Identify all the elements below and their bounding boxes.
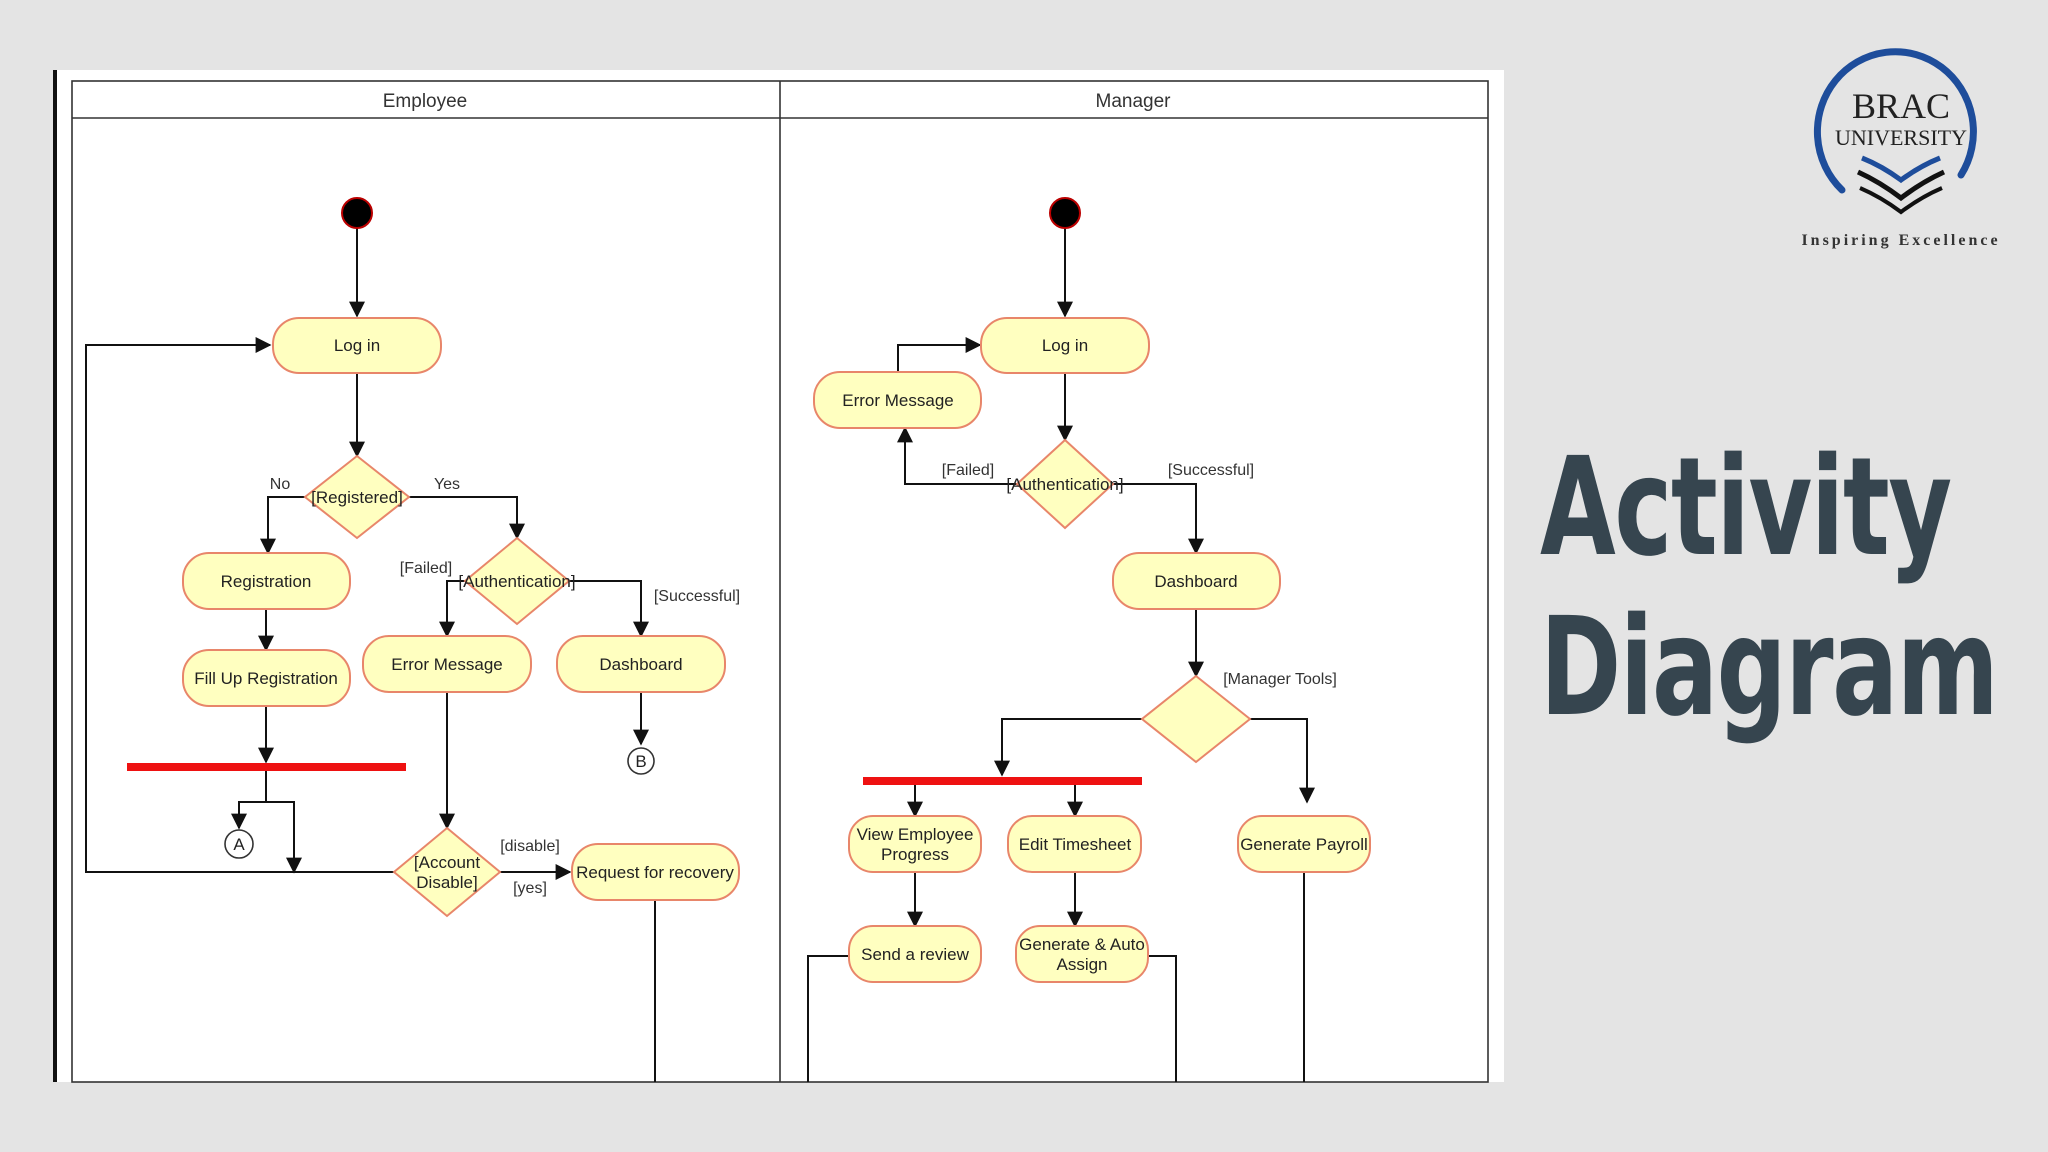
employee-lane: Log in [Registered] No Yes Registration … (85, 197, 740, 1082)
view-employee-progress-activity (848, 815, 982, 873)
generate-payroll-label: Generate Payroll (1240, 835, 1368, 854)
edit-timesheet-activity (1007, 815, 1142, 873)
employee-dashboard-label: Dashboard (599, 655, 682, 674)
manager-login-activity (980, 317, 1150, 374)
manager-login-label: Log in (1042, 336, 1088, 355)
request-recovery-label: Request for recovery (576, 863, 734, 882)
employee-authentication-label: [Authentication] (458, 572, 575, 591)
send-review-label: Send a review (861, 945, 969, 964)
connector-b-label: B (635, 752, 646, 771)
employee-start-node (341, 197, 373, 229)
connector-b (627, 747, 655, 775)
employee-failed-guard: [Failed] (400, 560, 452, 577)
logo-ring (1813, 48, 1977, 194)
slide-title-line1: Activity (1540, 429, 1952, 587)
account-disable-label-1: [Account (414, 853, 480, 872)
employee-dashboard-activity (556, 635, 726, 693)
employee-successful-guard: [Successful] (654, 588, 740, 605)
manager-error-message-label: Error Message (842, 391, 953, 410)
manager-successful-guard: [Successful] (1168, 462, 1254, 479)
connector-a-label: A (233, 835, 245, 854)
account-disable-label-2: Disable] (416, 873, 477, 892)
slide-title-line2: Diagram (1540, 589, 1999, 747)
view-progress-label-2: Progress (881, 845, 949, 864)
manager-dashboard-activity (1112, 552, 1281, 610)
manager-failed-guard: [Failed] (942, 462, 994, 479)
generate-assign-label-2: Assign (1056, 955, 1107, 974)
generate-payroll-activity (1237, 815, 1371, 873)
manager-lane: Log in Error Message [Authentication] [F… (807, 197, 1371, 1082)
registered-label: [Registered] (311, 488, 403, 507)
view-progress-label-1: View Employee (857, 825, 974, 844)
employee-fork-bar (127, 763, 406, 771)
employee-error-message-activity (362, 635, 532, 693)
manager-tools-decision (1140, 674, 1252, 764)
generate-assign-label-1: Generate & Auto (1019, 935, 1145, 954)
logo-name-line1: BRAC (1852, 86, 1950, 126)
registration-activity (182, 552, 351, 610)
connector-a (224, 829, 254, 859)
manager-authentication-decision (1015, 438, 1115, 530)
generate-auto-assign-activity (1015, 925, 1149, 983)
logo-name-line2: UNIVERSITY (1835, 125, 1967, 150)
send-review-activity (848, 925, 982, 983)
fill-up-registration-label: Fill Up Registration (194, 669, 338, 688)
request-recovery-activity (571, 843, 740, 901)
manager-fork-bar (863, 777, 1142, 785)
lane-manager-title: Manager (1096, 91, 1172, 112)
manager-start-node (1049, 197, 1081, 229)
yes-guard: Yes (434, 476, 460, 493)
no-guard: No (270, 476, 291, 493)
manager-error-message-activity (813, 371, 982, 429)
manager-authentication-label: [Authentication] (1006, 475, 1123, 494)
brac-university-logo: BRAC UNIVERSITY Inspiring Excellence (1801, 48, 2000, 249)
logo-tagline: Inspiring Excellence (1801, 232, 2000, 249)
manager-dashboard-label: Dashboard (1154, 572, 1237, 591)
yes-disable-guard: [yes] (513, 880, 547, 897)
registration-label: Registration (221, 572, 312, 591)
employee-authentication-decision (463, 536, 571, 626)
employee-login-activity (272, 317, 442, 374)
registered-decision (303, 454, 411, 540)
lane-employee-title: Employee (383, 91, 468, 112)
employee-login-label: Log in (334, 336, 380, 355)
book-icon (1861, 155, 1941, 184)
account-disable-decision (392, 826, 502, 918)
manager-tools-guard: [Manager Tools] (1223, 671, 1337, 688)
fill-up-registration-activity (182, 649, 351, 707)
swimlanes: Employee Manager (71, 80, 1489, 1083)
disable-guard: [disable] (500, 838, 560, 855)
edit-timesheet-label: Edit Timesheet (1019, 835, 1132, 854)
employee-error-message-label: Error Message (391, 655, 502, 674)
